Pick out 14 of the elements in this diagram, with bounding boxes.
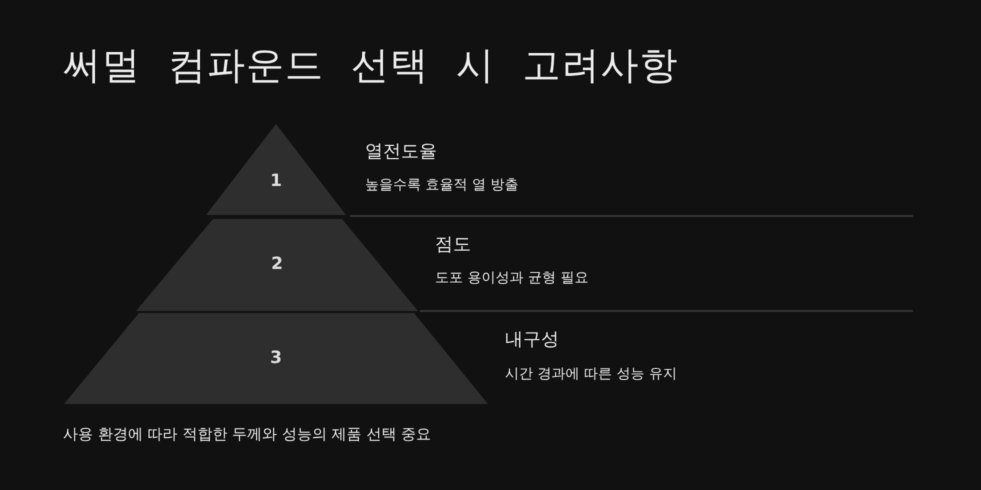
tier-description: 시간 경과에 따른 성능 유지 — [505, 365, 677, 383]
tier-number: 1 — [270, 171, 282, 191]
pyramid-tier — [64, 313, 488, 404]
tier-description: 높을수록 효율적 열 방출 — [365, 176, 518, 194]
tier-number: 2 — [271, 254, 283, 274]
pyramid-tier — [136, 219, 418, 311]
tier-number: 3 — [270, 348, 282, 368]
pyramid-tier — [206, 124, 346, 215]
tier-description: 도포 용이성과 균형 필요 — [435, 269, 588, 287]
tier-heading: 점도 — [435, 233, 471, 256]
footnote: 사용 환경에 따라 적합한 두께와 성능의 제품 선택 중요 — [63, 425, 432, 444]
tier-heading: 열전도율 — [365, 140, 437, 163]
title: 써멀 컴파운드 선택 시 고려사항 — [63, 42, 678, 89]
tier-heading: 내구성 — [505, 328, 559, 351]
